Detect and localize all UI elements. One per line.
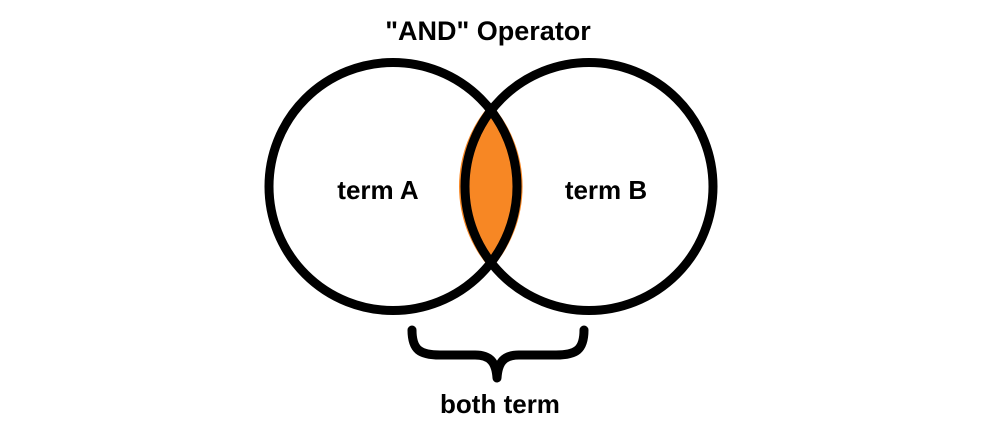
both-term-label: both term xyxy=(440,389,560,419)
curly-brace xyxy=(407,325,589,383)
term-a-label: term A xyxy=(337,175,419,205)
circle-term-b xyxy=(460,58,718,315)
circle-term-a xyxy=(264,58,522,315)
term-b-label: term B xyxy=(565,175,647,205)
diagram-title: "AND" Operator xyxy=(385,16,591,46)
